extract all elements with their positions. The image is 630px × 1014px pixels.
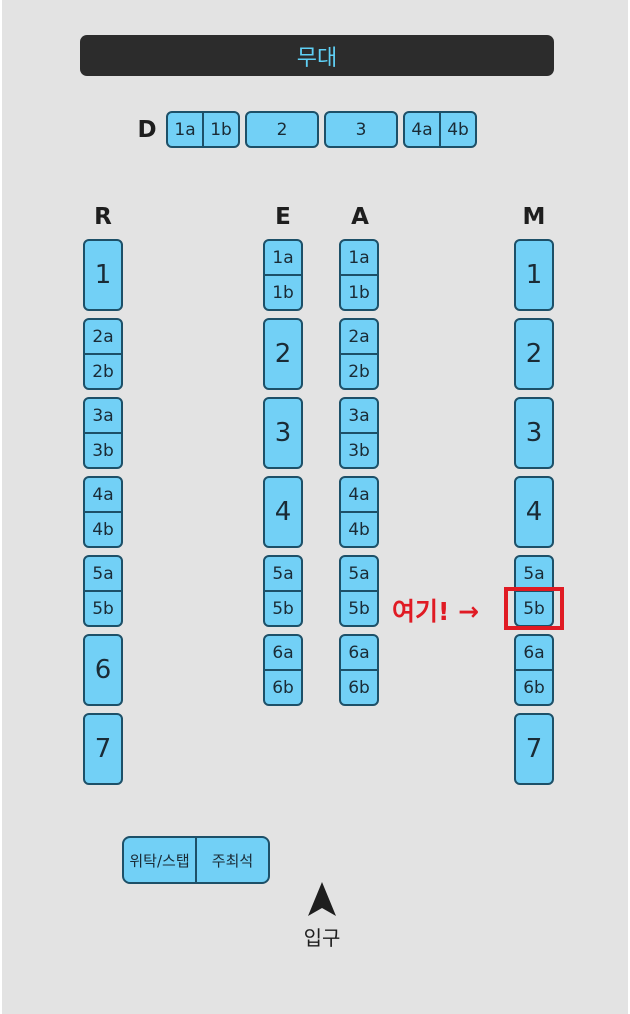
seat-m-3[interactable]: 3 [514, 397, 554, 469]
seat-d-4[interactable]: 4a 4b [403, 111, 477, 148]
seat-e-4[interactable]: 4 [263, 476, 303, 548]
seat-e-6b[interactable]: 6b [265, 669, 301, 704]
stage: 무대 [80, 35, 554, 76]
seat-d-1b[interactable]: 1b [202, 113, 238, 146]
seat-a-4a[interactable]: 4a [348, 484, 370, 505]
seat-m-6a[interactable]: 6a [523, 642, 545, 663]
seat-e-5[interactable]: 5a 5b [263, 555, 303, 627]
seat-r-2a[interactable]: 2a [92, 326, 114, 347]
seat-a-5b[interactable]: 5b [341, 590, 377, 625]
row-label-d: D [137, 117, 157, 143]
annotation-text: 여기! → [392, 597, 480, 626]
seat-a-4b[interactable]: 4b [341, 511, 377, 546]
seat-r-5[interactable]: 5a 5b [83, 555, 123, 627]
seat-e-3[interactable]: 3 [263, 397, 303, 469]
seat-e-1a[interactable]: 1a [272, 247, 294, 268]
seat-m-6b[interactable]: 6b [516, 669, 552, 704]
row-label-e: E [275, 204, 291, 230]
seat-a-3[interactable]: 3a 3b [339, 397, 379, 469]
seat-a-5[interactable]: 5a 5b [339, 555, 379, 627]
booth-staff: 위탁/스탭 [129, 851, 190, 870]
entrance-arrow-icon [308, 882, 336, 916]
seat-m-6[interactable]: 6a 6b [514, 634, 554, 706]
highlight-box [504, 587, 564, 630]
seat-a-4[interactable]: 4a 4b [339, 476, 379, 548]
seat-m-4[interactable]: 4 [514, 476, 554, 548]
seat-e-1[interactable]: 1a 1b [263, 239, 303, 311]
seat-r-3[interactable]: 3a 3b [83, 397, 123, 469]
seat-r-1[interactable]: 1 [83, 239, 123, 311]
seat-e-6[interactable]: 6a 6b [263, 634, 303, 706]
seat-r-2b[interactable]: 2b [85, 353, 121, 388]
seat-a-6a[interactable]: 6a [348, 642, 370, 663]
seat-r-4[interactable]: 4a 4b [83, 476, 123, 548]
staff-booth: 위탁/스탭 주최석 [122, 836, 270, 884]
booth-host: 주최석 [195, 838, 268, 882]
seat-a-5a[interactable]: 5a [348, 563, 370, 584]
seat-d-3[interactable]: 3 [324, 111, 398, 148]
seat-a-2b[interactable]: 2b [341, 353, 377, 388]
seat-m-2[interactable]: 2 [514, 318, 554, 390]
seat-a-3b[interactable]: 3b [341, 432, 377, 467]
seat-a-1[interactable]: 1a 1b [339, 239, 379, 311]
entrance-label: 입구 [303, 926, 341, 950]
seat-a-1b[interactable]: 1b [341, 274, 377, 309]
seat-r-2[interactable]: 2a 2b [83, 318, 123, 390]
seat-m-7[interactable]: 7 [514, 713, 554, 785]
seat-m-5[interactable]: 5a 5b [514, 555, 554, 627]
seat-m-1[interactable]: 1 [514, 239, 554, 311]
seat-d-4b[interactable]: 4b [439, 113, 475, 146]
seat-d-2[interactable]: 2 [245, 111, 319, 148]
stage-label: 무대 [296, 45, 338, 71]
seat-e-5b[interactable]: 5b [265, 590, 301, 625]
seat-e-1b[interactable]: 1b [265, 274, 301, 309]
row-label-r: R [94, 204, 112, 230]
seat-a-6[interactable]: 6a 6b [339, 634, 379, 706]
seat-r-6[interactable]: 6 [83, 634, 123, 706]
seat-r-3a[interactable]: 3a [92, 405, 114, 426]
seat-r-7[interactable]: 7 [83, 713, 123, 785]
row-label-m: M [522, 204, 546, 230]
seat-a-2[interactable]: 2a 2b [339, 318, 379, 390]
seat-r-3b[interactable]: 3b [85, 432, 121, 467]
seat-e-6a[interactable]: 6a [272, 642, 294, 663]
seat-r-4a[interactable]: 4a [92, 484, 114, 505]
seat-d-4a[interactable]: 4a [411, 119, 433, 140]
seat-e-5a[interactable]: 5a [272, 563, 294, 584]
seat-m-5a[interactable]: 5a [523, 563, 545, 584]
seat-d-1[interactable]: 1a 1b [166, 111, 240, 148]
seat-a-6b[interactable]: 6b [341, 669, 377, 704]
seat-d-1a[interactable]: 1a [174, 119, 196, 140]
seat-r-5b[interactable]: 5b [85, 590, 121, 625]
row-label-a: A [351, 204, 369, 230]
seat-a-2a[interactable]: 2a [348, 326, 370, 347]
seat-a-3a[interactable]: 3a [348, 405, 370, 426]
seat-r-4b[interactable]: 4b [85, 511, 121, 546]
seat-a-1a[interactable]: 1a [348, 247, 370, 268]
seat-r-5a[interactable]: 5a [92, 563, 114, 584]
seat-m-5b[interactable]: 5b [516, 590, 552, 625]
seat-e-2[interactable]: 2 [263, 318, 303, 390]
